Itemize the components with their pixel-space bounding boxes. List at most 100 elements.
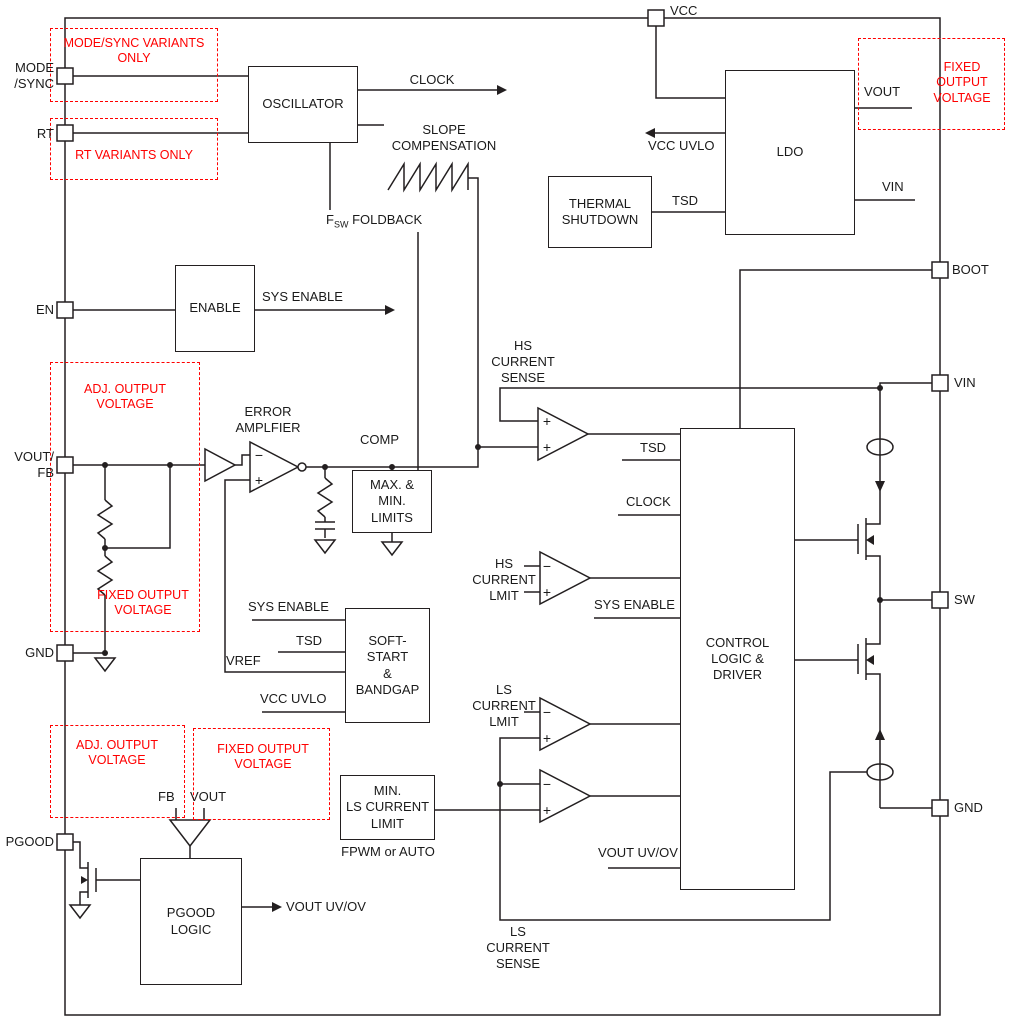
- min-ls-current-limit-block: MIN. LS CURRENT LIMIT: [340, 775, 435, 840]
- pin-rt: [56, 124, 74, 142]
- control-logic-driver-label: CONTROL LOGIC & DRIVER: [705, 634, 770, 683]
- pin-sw-label: SW: [954, 592, 975, 607]
- enable-label: ENABLE: [189, 300, 241, 316]
- hs-limit-plus: +: [543, 584, 551, 600]
- fixed-output-voltage-note: FIXED OUTPUT VOLTAGE: [97, 588, 189, 618]
- pwm-comparator-icon: + +: [537, 406, 590, 462]
- sys-enable-out-label: SYS ENABLE: [262, 289, 343, 304]
- fixed-output-voltage-pgood-note: FIXED OUTPUT VOLTAGE: [217, 742, 309, 772]
- control-logic-driver-block: CONTROL LOGIC & DRIVER: [680, 428, 795, 890]
- pin-pgood-label: PGOOD: [5, 834, 54, 849]
- vcc-uvlo-arrow-icon: [645, 128, 655, 138]
- clock-osc-label: CLOCK: [409, 72, 455, 87]
- hs-limit-minus: −: [543, 558, 551, 574]
- fb-buffer-icon: [204, 447, 237, 483]
- ls-current-arrow-icon: [875, 729, 885, 740]
- sawtooth-icon: [387, 161, 469, 193]
- pin-vcc-label: VCC: [670, 3, 698, 18]
- min-ls-current-limit-label: MIN. LS CURRENT LIMIT: [345, 783, 430, 831]
- min-ls-minus: −: [543, 776, 551, 792]
- sys-enable-arrow-icon: [385, 305, 395, 315]
- tsd-ss-label: TSD: [296, 633, 322, 648]
- clock-ctrl-label: CLOCK: [626, 494, 671, 509]
- pin-en: [56, 301, 74, 319]
- rt-variants-box: [50, 118, 218, 180]
- vcc-uvlo-ss-label: VCC UVLO: [260, 691, 327, 706]
- pin-gnd-left: [56, 644, 74, 662]
- pin-vin-label: VIN: [954, 375, 976, 390]
- pin-en-label: EN: [35, 302, 54, 317]
- oscillator-block: OSCILLATOR: [248, 66, 358, 143]
- mode-sync-variants-box: [50, 28, 218, 102]
- hs-current-limit-label: HS CURRENT LMIT: [472, 556, 536, 603]
- fsw-rest: FOLDBACK: [348, 212, 423, 227]
- ls-limit-minus: −: [543, 704, 551, 720]
- mode-sync-variants-note: MODE/SYNC VARIANTS ONLY: [63, 36, 205, 66]
- pin-gnd-right-label: GND: [954, 800, 983, 815]
- ground-icons: [68, 539, 404, 920]
- fixed-output-voltage-ldo-note: FIXED OUTPUT VOLTAGE: [933, 60, 991, 105]
- vout-uv-ov-ctrl-label: VOUT UV/OV: [598, 845, 678, 860]
- ls-current-sense-label: LS CURRENT SENSE: [486, 924, 550, 971]
- vout-select-label: VOUT: [190, 789, 227, 804]
- error-amplifier-icon: − +: [249, 440, 307, 494]
- ls-current-sense-icon: [866, 763, 894, 781]
- pin-gnd-left-label: GND: [25, 645, 54, 660]
- pgood-logic-block: PGOOD LOGIC: [140, 858, 242, 985]
- ls-mosfet-icon: [795, 600, 881, 808]
- thermal-shutdown-block: THERMAL SHUTDOWN: [548, 176, 652, 248]
- junction-dots: [102, 385, 883, 787]
- ls-limit-plus: +: [543, 730, 551, 746]
- pin-pgood: [56, 833, 74, 851]
- vout-ldo-label: VOUT: [864, 84, 901, 99]
- hs-current-sense-icon: [866, 438, 894, 456]
- hs-current-arrow-icon: [875, 481, 885, 492]
- vout-uv-ov-pgood-label: VOUT UV/OV: [286, 899, 366, 914]
- hs-current-sense-label: HS CURRENT SENSE: [491, 338, 555, 385]
- sys-enable-ss-label: SYS ENABLE: [248, 599, 329, 614]
- fixed-output-voltage-ldo-box: [858, 38, 1005, 130]
- tsd-ctrl-label: TSD: [640, 440, 666, 455]
- hs-mosfet-icon: [795, 515, 881, 600]
- ldo-label: LDO: [776, 144, 804, 160]
- hs-limit-comparator-icon: − +: [539, 550, 592, 606]
- fsw-foldback-label: FSW FOLDBACK: [326, 212, 422, 231]
- pin-boot: [931, 261, 949, 279]
- pins: [56, 9, 949, 851]
- pwm-comp-plus-1: +: [543, 413, 551, 429]
- oscillator-label: OSCILLATOR: [262, 96, 344, 112]
- max-min-limits-block: MAX. & MIN. LIMITS: [352, 470, 432, 533]
- comp-label: COMP: [360, 432, 399, 447]
- arrowheads: [272, 85, 885, 912]
- fb-vout-selector-icon: [168, 819, 212, 848]
- chip-border: [64, 17, 941, 1016]
- vref-label: VREF: [226, 653, 261, 668]
- sys-enable-ctrl-label: SYS ENABLE: [594, 597, 675, 612]
- vin-ldo-label: VIN: [882, 179, 904, 194]
- error-amp-minus: −: [255, 447, 263, 463]
- pin-gnd-right: [931, 799, 949, 817]
- thermal-shutdown-label: THERMAL SHUTDOWN: [561, 195, 639, 227]
- pin-mode-sync-label: MODE /SYNC: [14, 60, 54, 91]
- error-amplifier-label: ERROR AMPLFIER: [235, 404, 301, 435]
- enable-block: ENABLE: [175, 265, 255, 352]
- rt-variants-note: RT VARIANTS ONLY: [75, 148, 193, 162]
- error-amp-plus: +: [255, 472, 263, 488]
- pin-vout-fb: [56, 456, 74, 474]
- pwm-comp-plus-2: +: [543, 439, 551, 455]
- pin-boot-label: BOOT: [952, 262, 989, 277]
- wires: [73, 26, 932, 921]
- fixed-output-voltage-pgood-box: [193, 728, 330, 820]
- pgood-logic-label: PGOOD LOGIC: [166, 905, 216, 937]
- clock-arrow-icon: [497, 85, 507, 95]
- tsd-ldo-label: TSD: [672, 193, 698, 208]
- pin-vout-fb-label: VOUT/ FB: [14, 449, 54, 480]
- fb-label: FB: [158, 789, 175, 804]
- soft-start-bandgap-label: SOFT- START & BANDGAP: [355, 633, 420, 697]
- output-voltage-variants-box: [50, 362, 200, 632]
- fpwm-or-auto-label: FPWM or AUTO: [341, 844, 435, 859]
- min-ls-comparator-icon: − +: [539, 768, 592, 824]
- max-min-limits-label: MAX. & MIN. LIMITS: [369, 477, 415, 525]
